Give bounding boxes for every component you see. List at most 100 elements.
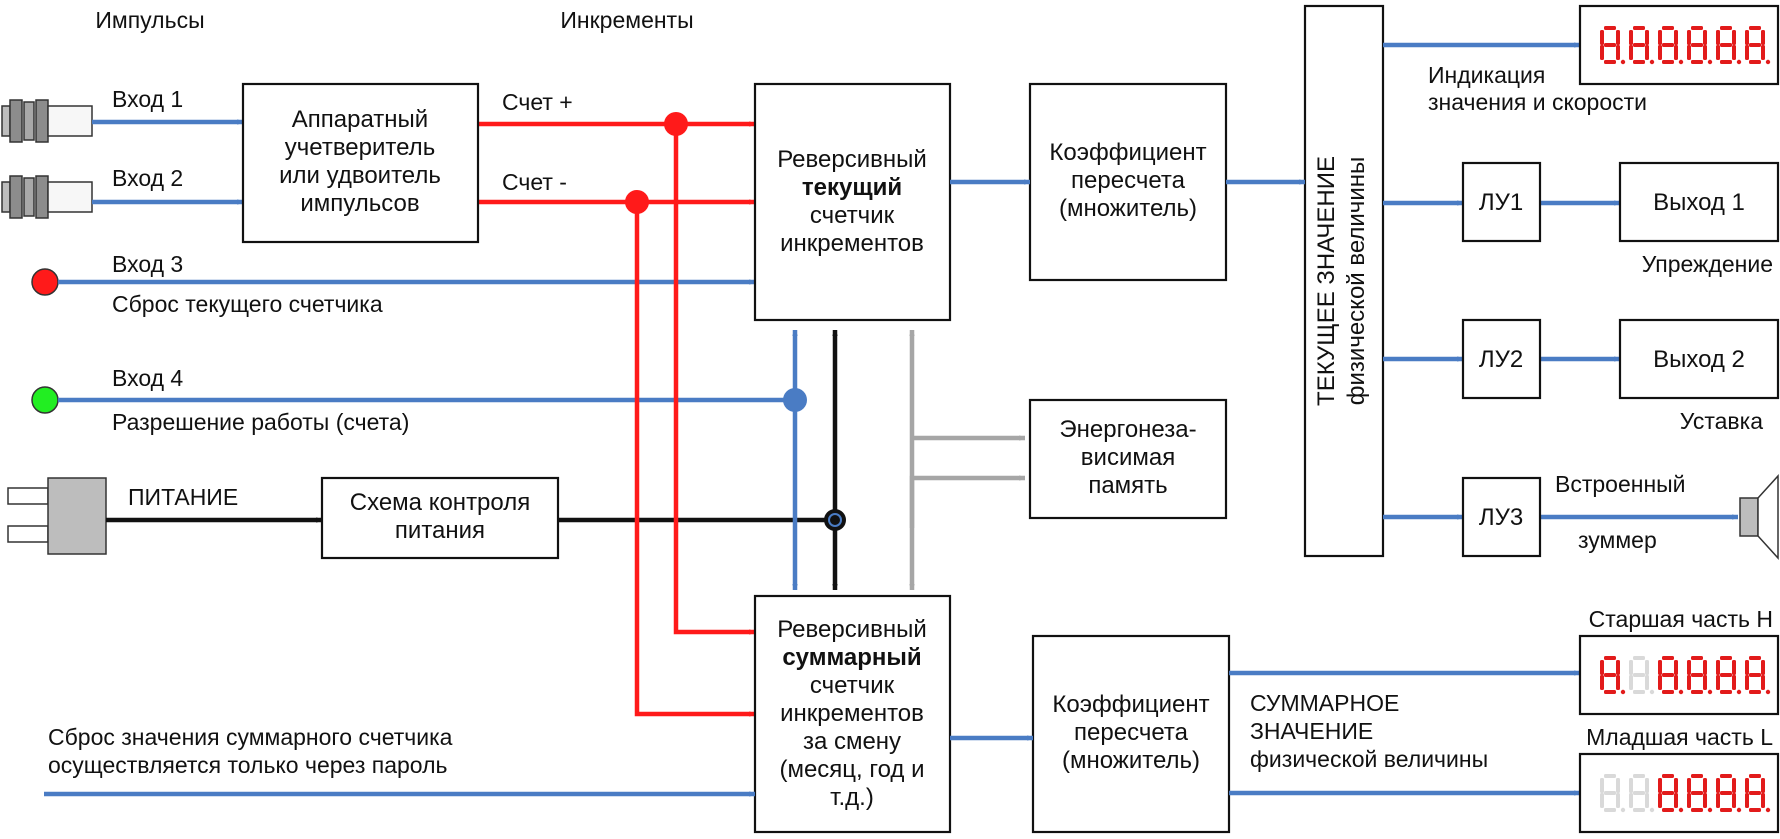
header-pulses: Импульсы — [95, 7, 204, 33]
decimal-point — [1678, 59, 1684, 65]
segment — [1716, 45, 1720, 60]
coefficient-bottom-line-2: пересчета — [1074, 719, 1189, 746]
power-control-block — [320, 476, 560, 560]
segment — [1687, 778, 1691, 793]
segment — [1662, 690, 1674, 694]
segment — [1720, 60, 1732, 64]
segment — [1691, 43, 1703, 47]
segment — [1662, 26, 1674, 30]
decimal-point — [1736, 689, 1742, 695]
segment — [1616, 30, 1620, 45]
segment — [1745, 675, 1749, 690]
indication-line-1: Индикация — [1428, 62, 1545, 88]
decimal-point — [1707, 59, 1713, 65]
segment — [1745, 30, 1749, 45]
segment — [1629, 778, 1633, 793]
output-1-label: Выход 1 — [1653, 189, 1745, 216]
segment — [1720, 43, 1732, 47]
segment — [1749, 774, 1761, 778]
segment — [1703, 778, 1707, 793]
coefficient-bottom-line-1: Коэффициент — [1052, 691, 1209, 718]
total-value-line-2: ЗНАЧЕНИЕ — [1250, 718, 1373, 744]
decimal-point — [1620, 689, 1626, 695]
segment — [1662, 774, 1674, 778]
total-counter-line-6: (месяц, год и — [779, 756, 924, 783]
junction-dot — [664, 112, 688, 136]
count-minus-label: Счет - — [502, 169, 567, 195]
wire-count-minus-total — [634, 202, 755, 717]
segment — [1687, 675, 1691, 690]
segment — [1629, 30, 1633, 45]
segment — [1604, 656, 1616, 660]
segment — [1720, 656, 1732, 660]
segment — [1716, 660, 1720, 675]
wire-count-plus-total — [673, 124, 755, 635]
segment — [1633, 656, 1645, 660]
segment — [1645, 778, 1649, 793]
segment — [1691, 60, 1703, 64]
segment — [1687, 45, 1691, 60]
junction-dot — [783, 388, 807, 412]
segment — [1645, 660, 1649, 675]
segment — [1732, 660, 1736, 675]
segment — [1691, 808, 1703, 812]
segment — [1633, 791, 1645, 795]
wire-memory-lower — [909, 475, 1025, 528]
segment — [1716, 30, 1720, 45]
input-1-label: Вход 1 — [112, 86, 183, 112]
segment — [1629, 45, 1633, 60]
segment — [1662, 791, 1674, 795]
decimal-point — [1765, 59, 1771, 65]
current-value-label: ТЕКУЩЕЕ ЗНАЧЕНИЕ физической величины — [1313, 156, 1370, 406]
current-value-display-text: 888888 — [1639, 37, 1719, 64]
segment — [1604, 791, 1616, 795]
seven-segment-display-icon — [1600, 656, 1771, 695]
total-counter-line-1: Реверсивный — [777, 616, 927, 643]
segment — [1600, 675, 1604, 690]
coefficient-bottom-line-3: (множитель) — [1062, 747, 1200, 774]
coefficient-top-line-1: Коэффициент — [1049, 139, 1206, 166]
segment — [1604, 673, 1616, 677]
quadrupler-line-1: Аппаратный — [292, 106, 428, 133]
green-led-icon — [31, 386, 59, 414]
segment — [1633, 808, 1645, 812]
segment — [1662, 60, 1674, 64]
output-2-label: Выход 2 — [1653, 346, 1745, 373]
seven-segment-display-icon — [1600, 26, 1771, 65]
power-control-line-2: питания — [395, 517, 485, 544]
segment — [1633, 673, 1645, 677]
high-part-display — [1578, 634, 1780, 716]
segment — [1658, 45, 1662, 60]
segment — [1687, 660, 1691, 675]
input-2-label: Вход 2 — [112, 165, 183, 191]
segment — [1600, 793, 1604, 808]
segment — [1658, 778, 1662, 793]
segment — [1720, 774, 1732, 778]
segment — [1720, 690, 1732, 694]
segment — [1633, 26, 1645, 30]
nonvolatile-memory-line-3: память — [1088, 472, 1167, 499]
segment — [1629, 660, 1633, 675]
segment — [1674, 660, 1678, 675]
decimal-point — [1678, 689, 1684, 695]
nonvolatile-memory-line-1: Энергонеза- — [1059, 416, 1196, 443]
current-counter-line-4: инкрементов — [780, 230, 924, 257]
segment — [1600, 660, 1604, 675]
segment — [1732, 793, 1736, 808]
segment — [1749, 43, 1761, 47]
segment — [1761, 675, 1765, 690]
total-value-line-3: физической величины — [1250, 746, 1488, 772]
decimal-point — [1736, 807, 1742, 813]
segment — [1749, 791, 1761, 795]
logic-unit-1-label: ЛУ1 — [1479, 189, 1523, 216]
segment — [1600, 30, 1604, 45]
segment — [1691, 673, 1703, 677]
segment — [1716, 675, 1720, 690]
segment — [1604, 808, 1616, 812]
segment — [1616, 793, 1620, 808]
segment — [1629, 675, 1633, 690]
segment — [1732, 778, 1736, 793]
segment — [1633, 43, 1645, 47]
